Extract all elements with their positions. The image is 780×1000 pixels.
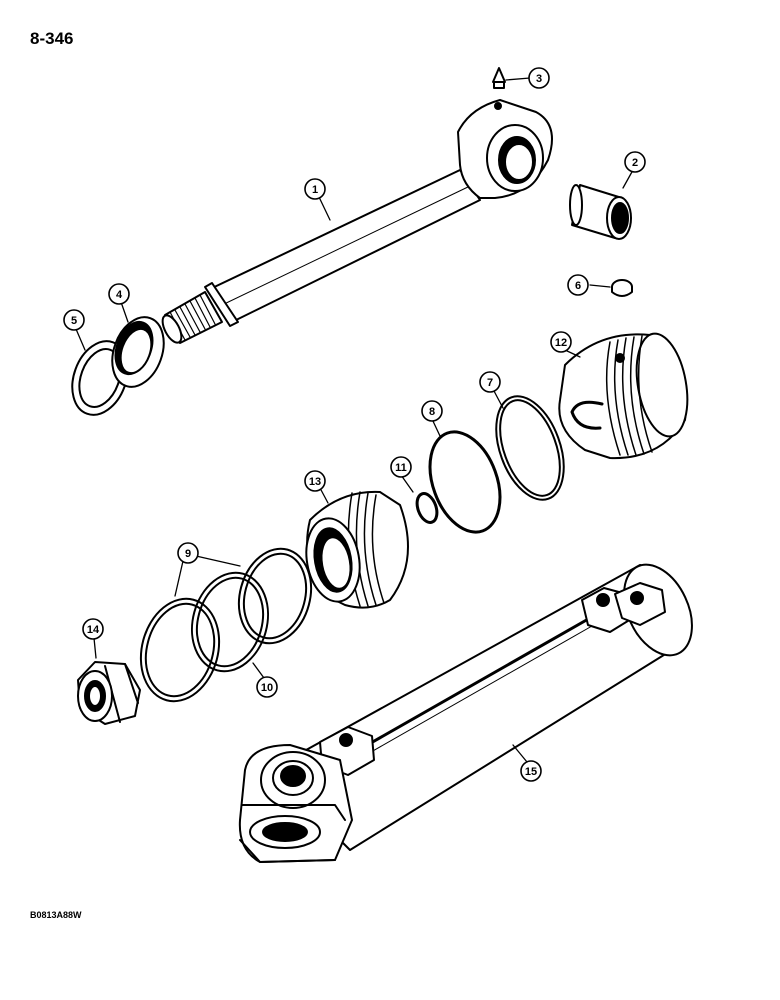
svg-text:2: 2 xyxy=(632,157,638,169)
svg-text:7: 7 xyxy=(487,377,493,389)
piston-ring-middle xyxy=(190,571,270,673)
callout-6: 6 xyxy=(567,274,589,296)
wiper-seal xyxy=(71,340,129,416)
cylinder-gland xyxy=(558,332,689,460)
o-ring-small xyxy=(415,492,439,524)
svg-text:9: 9 xyxy=(185,548,191,560)
svg-text:1: 1 xyxy=(312,184,318,196)
page-number: 8-346 xyxy=(30,29,73,48)
callout-1: 1 xyxy=(304,178,326,200)
piston xyxy=(305,490,409,609)
callout-11: 11 xyxy=(390,456,412,478)
callout-13: 13 xyxy=(304,470,326,492)
rod-seal xyxy=(111,316,165,388)
o-ring-large xyxy=(428,430,502,534)
callout-7: 7 xyxy=(479,371,501,393)
svg-text:8: 8 xyxy=(429,406,435,418)
figure-code: B0813A88W xyxy=(30,910,82,920)
svg-text:6: 6 xyxy=(575,280,581,292)
piston-ring-rear xyxy=(237,547,313,645)
svg-text:3: 3 xyxy=(536,73,542,85)
cylinder-barrel xyxy=(238,563,693,863)
callout-5: 5 xyxy=(63,309,85,331)
svg-text:11: 11 xyxy=(395,462,407,474)
plug xyxy=(611,279,633,297)
callout-3: 3 xyxy=(528,67,550,89)
svg-text:4: 4 xyxy=(116,289,123,301)
svg-text:5: 5 xyxy=(71,315,77,327)
svg-text:14: 14 xyxy=(87,624,100,636)
callout-4: 4 xyxy=(108,283,130,305)
svg-text:10: 10 xyxy=(261,682,273,694)
backup-ring xyxy=(495,395,565,501)
callout-group: 1 2 3 4 5 6 7 8 xyxy=(63,67,646,782)
piston-rod xyxy=(161,99,553,344)
svg-text:12: 12 xyxy=(555,337,567,349)
svg-text:13: 13 xyxy=(309,476,321,488)
callout-9: 9 xyxy=(177,542,199,564)
callout-14: 14 xyxy=(82,618,104,640)
callout-2: 2 xyxy=(624,151,646,173)
bushing xyxy=(569,184,632,240)
callout-12: 12 xyxy=(550,331,572,353)
callout-8: 8 xyxy=(421,400,443,422)
callout-15: 15 xyxy=(520,760,542,782)
piston-ring-front xyxy=(139,597,221,703)
leader-lines xyxy=(75,77,634,763)
grease-fitting xyxy=(492,67,506,89)
svg-text:15: 15 xyxy=(525,766,537,778)
callout-10: 10 xyxy=(256,676,278,698)
lock-nut xyxy=(77,661,141,725)
